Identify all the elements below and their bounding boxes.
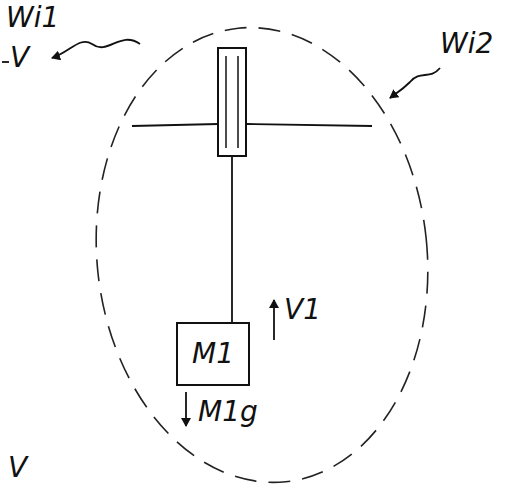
velocity-label: V [8, 454, 27, 482]
leader-line [390, 68, 440, 98]
velocity-label: V [10, 44, 29, 72]
pulley-slot [237, 56, 239, 148]
weight-arrow [185, 392, 187, 426]
force-label: Wi1 [6, 4, 59, 32]
velocity-label: V1 [284, 296, 321, 324]
system-boundary [74, 11, 450, 493]
pulley-slot [225, 56, 227, 148]
force-label: Wi2 [440, 30, 493, 58]
weight-label: M1g [198, 398, 258, 426]
dash-mark [2, 61, 9, 63]
mass-box: M1 [176, 322, 250, 386]
leader-line [52, 40, 140, 58]
string [231, 156, 233, 322]
pulley-block [218, 48, 246, 156]
rod [132, 124, 218, 126]
mass-label: M1 [192, 340, 234, 368]
rod [246, 124, 372, 126]
velocity-arrow [273, 300, 275, 340]
